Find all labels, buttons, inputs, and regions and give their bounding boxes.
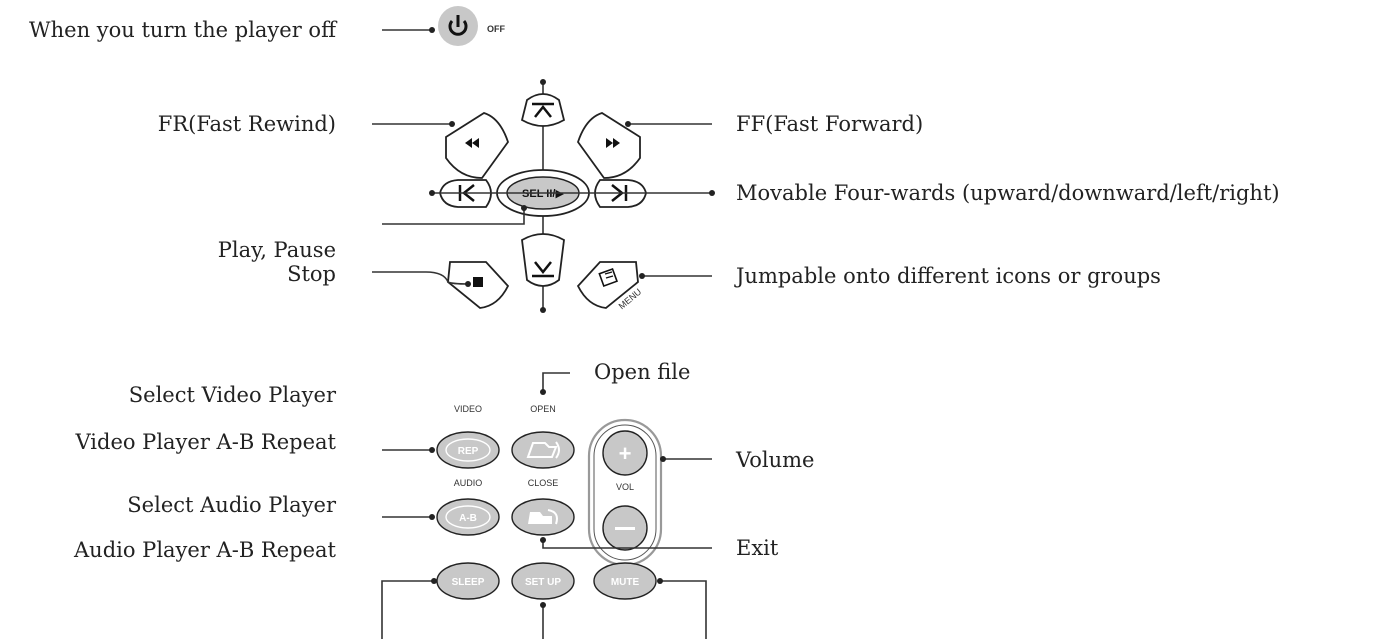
menu-button[interactable]: MENU [576,261,643,311]
label-fast-forward: FF(Fast Forward) [736,112,924,136]
label-play-pause: Play, Pause [217,238,336,262]
sel-text: SEL II/▶ [522,188,564,200]
menu-icon [598,267,618,287]
label-fast-rewind: FR(Fast Rewind) [157,112,336,136]
power-button-group: OFF [382,6,505,46]
volume-control: + VOL [587,418,663,567]
stop-button[interactable] [447,261,510,309]
label-audio-ab-repeat: Audio Player A-B Repeat [74,538,336,562]
mute-text: MUTE [611,577,640,588]
off-caption: OFF [487,24,505,34]
sleep-text: SLEEP [452,577,485,588]
close-folder-icon [528,509,558,525]
mute-button[interactable]: MUTE [593,562,657,600]
ab-repeat-button[interactable]: A-B [436,498,500,536]
rep-button[interactable]: REP [436,431,500,469]
rep-text: REP [458,446,479,457]
volume-down-button[interactable] [602,505,648,551]
nav-cluster: MENU SEL II [372,79,715,313]
ab-text: A-B [459,513,477,524]
fast-rewind-button[interactable] [445,112,509,179]
label-volume: Volume [736,448,815,472]
label-open-file: Open file [594,360,691,384]
close-caption: CLOSE [528,478,559,488]
setup-button[interactable]: SET UP [511,562,575,600]
label-select-video: Select Video Player [128,383,336,407]
audio-caption: AUDIO [454,478,483,488]
up-button[interactable] [520,93,566,127]
label-jumpable: Jumpable onto different icons or groups [736,264,1161,288]
open-folder-icon [526,441,560,459]
vol-caption: VOL [616,482,634,492]
stop-icon [473,277,483,287]
open-button[interactable] [511,431,575,469]
forward-icon [606,138,620,148]
minus-icon [615,527,635,530]
label-stop: Stop [287,262,336,286]
media-button-block: VIDEO REP OPEN [381,372,712,639]
fast-forward-button[interactable] [577,112,641,179]
down-arrow-icon [532,261,554,278]
open-caption: OPEN [530,404,556,414]
setup-text: SET UP [525,577,561,588]
label-video-ab-repeat: Video Player A-B Repeat [75,430,336,454]
sleep-button[interactable]: SLEEP [436,562,500,600]
down-button[interactable] [521,233,565,287]
volume-up-button[interactable]: + [602,430,648,476]
power-icon [448,15,468,36]
video-caption: VIDEO [454,404,482,414]
plus-icon: + [619,441,632,466]
label-movable: Movable Four-wards (upward/downward/left… [736,181,1280,205]
rewind-icon [465,138,479,148]
close-button[interactable] [511,498,575,536]
label-power-off: When you turn the player off [29,18,336,42]
label-select-audio: Select Audio Player [127,493,336,517]
up-arrow-icon [532,102,554,118]
label-exit: Exit [736,536,779,560]
